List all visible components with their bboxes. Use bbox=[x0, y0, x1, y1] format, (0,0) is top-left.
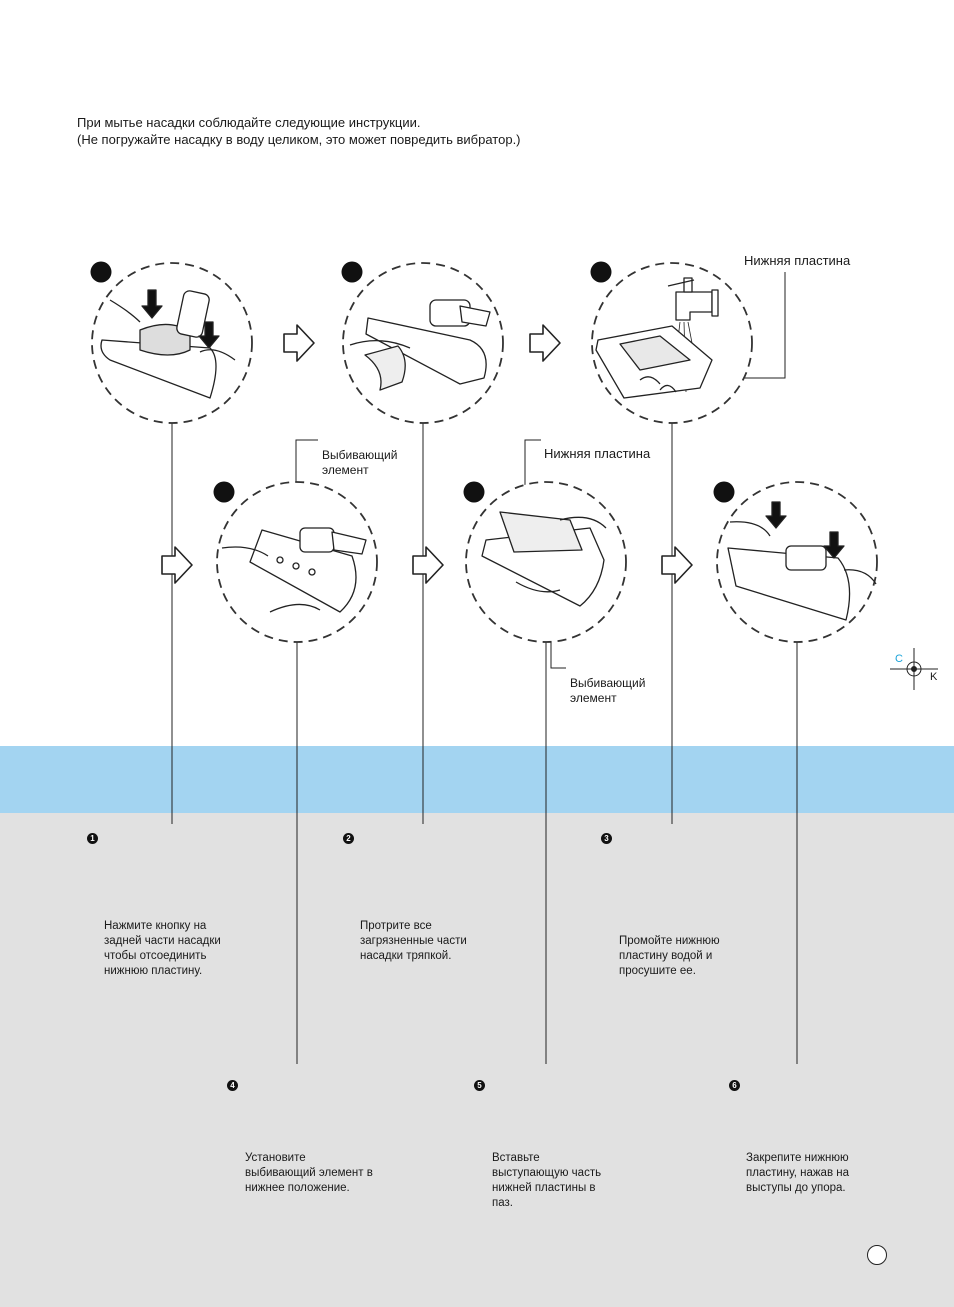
blue-band bbox=[0, 746, 954, 813]
step-4-line: нижнее положение. bbox=[245, 1182, 350, 1194]
intro-line-1: При мытье насадки соблюдайте следующие и… bbox=[77, 115, 421, 130]
step-2-line: насадки тряпкой. bbox=[360, 950, 452, 962]
step-badge-4: 4 bbox=[227, 1080, 238, 1091]
step-dot-3 bbox=[590, 261, 612, 283]
intro-line-2: (Не погружайте насадку в воду целиком, э… bbox=[77, 132, 521, 147]
registration-mark-icon bbox=[890, 648, 938, 690]
step-badge-1: 1 bbox=[87, 833, 98, 844]
step-text-6: Закрепите нижнюю пластину, нажав на выст… bbox=[746, 1151, 896, 1196]
step-4-line: выбивающий элемент в bbox=[245, 1167, 373, 1179]
label-beater-element-1: Выбивающий элемент bbox=[322, 448, 397, 478]
nozzle-drawing-2 bbox=[349, 299, 491, 391]
label-beater-1-line2: элемент bbox=[322, 463, 369, 477]
step-dot-5 bbox=[463, 481, 485, 503]
intro-text: При мытье насадки соблюдайте следующие и… bbox=[77, 114, 521, 148]
step-1-line: нижнюю пластину. bbox=[104, 965, 203, 977]
label-beater-1-line1: Выбивающий bbox=[322, 448, 398, 462]
step-text-5: Вставьте выступающую часть нижней пласти… bbox=[492, 1151, 642, 1211]
step-text-2: Протрите все загрязненные части насадки … bbox=[360, 919, 510, 964]
label-beater-2-line1: Выбивающий bbox=[570, 676, 646, 690]
step-text-1: Нажмите кнопку на задней части насадки ч… bbox=[104, 919, 254, 979]
step-3-line: пластину водой и bbox=[619, 950, 713, 962]
step-2-line: загрязненные части bbox=[360, 935, 467, 947]
label-beater-2-line2: элемент bbox=[570, 691, 617, 705]
label-lower-plate-top: Нижняя пластина bbox=[744, 253, 851, 268]
label-beater-element-2: Выбивающий элемент bbox=[570, 676, 645, 706]
step-4-line: Установите bbox=[245, 1152, 306, 1164]
step-badge-3: 3 bbox=[601, 833, 612, 844]
step-1-line: задней части насадки bbox=[104, 935, 221, 947]
step-3-line: Промойте нижнюю bbox=[619, 935, 720, 947]
nozzle-drawing-5 bbox=[481, 511, 607, 607]
step-2-line: Протрите все bbox=[360, 920, 432, 932]
step-1-line: чтобы отсоединить bbox=[104, 950, 207, 962]
step-dot-4 bbox=[213, 481, 235, 503]
step-dot-6 bbox=[713, 481, 735, 503]
step-6-line: пластину, нажав на bbox=[746, 1167, 850, 1179]
step-dot-2 bbox=[341, 261, 363, 283]
step-dot-1 bbox=[90, 261, 112, 283]
step-1-line: Нажмите кнопку на bbox=[104, 920, 207, 932]
step-badge-2: 2 bbox=[343, 833, 354, 844]
page-number-circle bbox=[867, 1245, 887, 1265]
step-text-4: Установите выбивающий элемент в нижнее п… bbox=[245, 1151, 395, 1196]
nozzle-drawing-1 bbox=[100, 289, 236, 399]
step-text-3: Промойте нижнюю пластину водой и просуши… bbox=[619, 934, 769, 979]
nozzle-drawing-4 bbox=[221, 527, 367, 613]
step-5-line: Вставьте bbox=[492, 1152, 540, 1164]
nozzle-drawing-6 bbox=[727, 501, 877, 621]
registration-k: K bbox=[930, 671, 938, 683]
step-badge-6: 6 bbox=[729, 1080, 740, 1091]
step-5-line: выступающую часть bbox=[492, 1167, 602, 1179]
step-5-line: нижней пластины в bbox=[492, 1182, 596, 1194]
step-5-line: паз. bbox=[492, 1197, 513, 1209]
step-6-line: выступы до упора. bbox=[746, 1182, 846, 1194]
step-badge-5: 5 bbox=[474, 1080, 485, 1091]
label-lower-plate-mid: Нижняя пластина bbox=[544, 446, 651, 461]
step-3-line: просушите ее. bbox=[619, 965, 696, 977]
step-6-line: Закрепите нижнюю bbox=[746, 1152, 849, 1164]
registration-c: C bbox=[895, 653, 903, 665]
grey-instructions-area bbox=[0, 813, 954, 1307]
tap-and-plate-drawing bbox=[595, 277, 719, 399]
